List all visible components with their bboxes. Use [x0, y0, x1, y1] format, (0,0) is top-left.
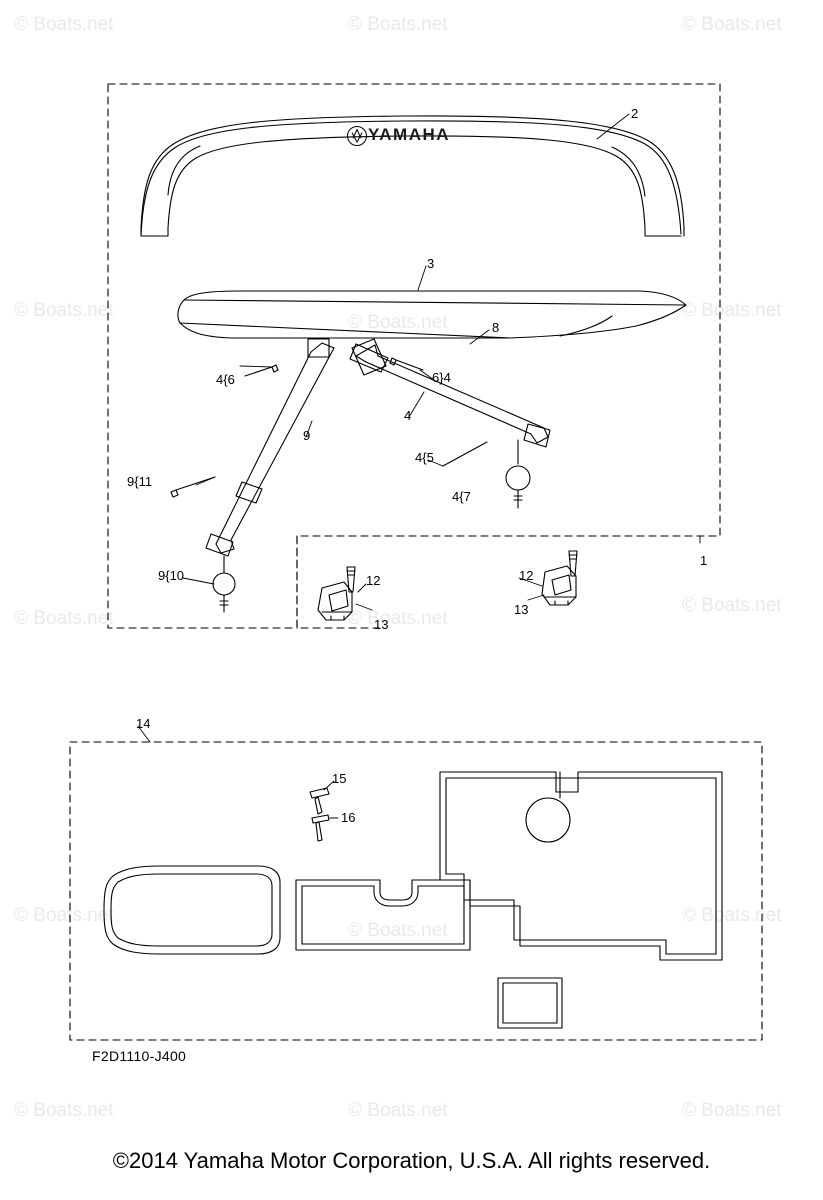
- callout-46-3: 4{6: [216, 372, 235, 387]
- watermark-copyright-symbol: ©: [348, 1100, 362, 1121]
- watermark-label: Boats.net: [33, 14, 114, 35]
- mat-right: [439, 771, 723, 961]
- callout-3-1: 3: [427, 256, 435, 271]
- screw-16: [311, 814, 330, 842]
- watermark: © Boats.net: [348, 14, 448, 36]
- watermark-label: Boats.net: [701, 300, 782, 321]
- callout-4-5: 4: [404, 408, 412, 423]
- callout-13-14: 13: [374, 617, 389, 632]
- watermark-label: Boats.net: [367, 920, 448, 941]
- callout-64-4: 6}4: [432, 370, 451, 385]
- watermark-label: Boats.net: [33, 608, 114, 629]
- callout-13-15: 13: [514, 602, 529, 617]
- group-box-14: [69, 741, 763, 1041]
- watermark: © Boats.net: [14, 300, 114, 322]
- watermark-copyright-symbol: ©: [14, 905, 28, 926]
- yamaha-wordmark: YAMAHA: [368, 125, 450, 145]
- callout-47-9: 4{7: [452, 489, 471, 504]
- group-box-1: [107, 83, 721, 629]
- watermark-label: Boats.net: [701, 14, 782, 35]
- watermark-label: Boats.net: [33, 905, 114, 926]
- yamaha-logo-mark: [347, 126, 367, 146]
- watermark-copyright-symbol: ©: [14, 14, 28, 35]
- bracket-right-13: [541, 565, 577, 606]
- callout-2-0: 2: [631, 106, 639, 121]
- copyright-notice: ©2014 Yamaha Motor Corporation, U.S.A. A…: [112, 1148, 711, 1173]
- watermark: © Boats.net: [348, 312, 448, 334]
- watermark: © Boats.net: [14, 608, 114, 630]
- mat-center: [295, 879, 471, 951]
- screw-15: [309, 787, 330, 815]
- callout-15-17: 15: [332, 771, 347, 786]
- part-code: F2D1110-J400: [92, 1048, 187, 1064]
- callout-1-10: 1: [700, 553, 708, 568]
- watermark-copyright-symbol: ©: [348, 312, 362, 333]
- watermark: © Boats.net: [682, 14, 782, 36]
- callout-911-8: 9{11: [127, 474, 153, 489]
- watermark-label: Boats.net: [367, 1100, 448, 1121]
- watermark-copyright-symbol: ©: [682, 595, 696, 616]
- watermark: © Boats.net: [348, 608, 448, 630]
- canopy-top: [140, 115, 685, 237]
- watermark-copyright-symbol: ©: [682, 1100, 696, 1121]
- watermark-copyright-symbol: ©: [14, 608, 28, 629]
- leader-14: [137, 725, 151, 743]
- watermark-label: Boats.net: [367, 608, 448, 629]
- watermark: © Boats.net: [14, 905, 114, 927]
- watermark-label: Boats.net: [367, 312, 448, 333]
- watermark-label: Boats.net: [701, 1100, 782, 1121]
- callout-14-16: 14: [136, 716, 151, 731]
- watermark: © Boats.net: [14, 14, 114, 36]
- screw-left-12: [346, 566, 356, 593]
- watermark-label: Boats.net: [33, 1100, 114, 1121]
- callout-9-6: 9: [303, 428, 311, 443]
- watermark: © Boats.net: [682, 1100, 782, 1122]
- yamaha-wordmark-text: YAMAHA: [368, 125, 451, 144]
- callout-45-7: 4{5: [415, 450, 434, 465]
- screw-right-12: [568, 550, 578, 577]
- leader-lines-lower: [323, 780, 339, 819]
- watermark: © Boats.net: [348, 1100, 448, 1122]
- callout-8-2: 8: [492, 320, 500, 335]
- callout-910-11: 9{10: [158, 568, 185, 583]
- watermark-label: Boats.net: [701, 595, 782, 616]
- watermark-label: Boats.net: [33, 300, 114, 321]
- watermark-label: Boats.net: [367, 14, 448, 35]
- watermark-copyright-symbol: ©: [682, 14, 696, 35]
- watermark-copyright-symbol: ©: [348, 920, 362, 941]
- watermark-copyright-symbol: ©: [348, 14, 362, 35]
- callout-16-18: 16: [341, 810, 356, 825]
- watermark-copyright-symbol: ©: [14, 300, 28, 321]
- bracket-left-13: [317, 581, 353, 621]
- watermark: © Boats.net: [14, 1100, 114, 1122]
- top-cover-3: [177, 290, 687, 339]
- watermark: © Boats.net: [348, 920, 448, 942]
- pins-and-clips: [170, 357, 531, 613]
- callout-12-12: 12: [366, 573, 381, 588]
- watermark-copyright-symbol: ©: [682, 905, 696, 926]
- leader-lines-upper: [182, 113, 701, 611]
- watermark: © Boats.net: [682, 300, 782, 322]
- mat-small-bottom: [497, 977, 563, 1029]
- watermark: © Boats.net: [682, 595, 782, 617]
- callout-12-13: 12: [519, 568, 534, 583]
- mat-left: [103, 865, 281, 955]
- watermark-copyright-symbol: ©: [14, 1100, 28, 1121]
- group-box-1b: [296, 535, 380, 629]
